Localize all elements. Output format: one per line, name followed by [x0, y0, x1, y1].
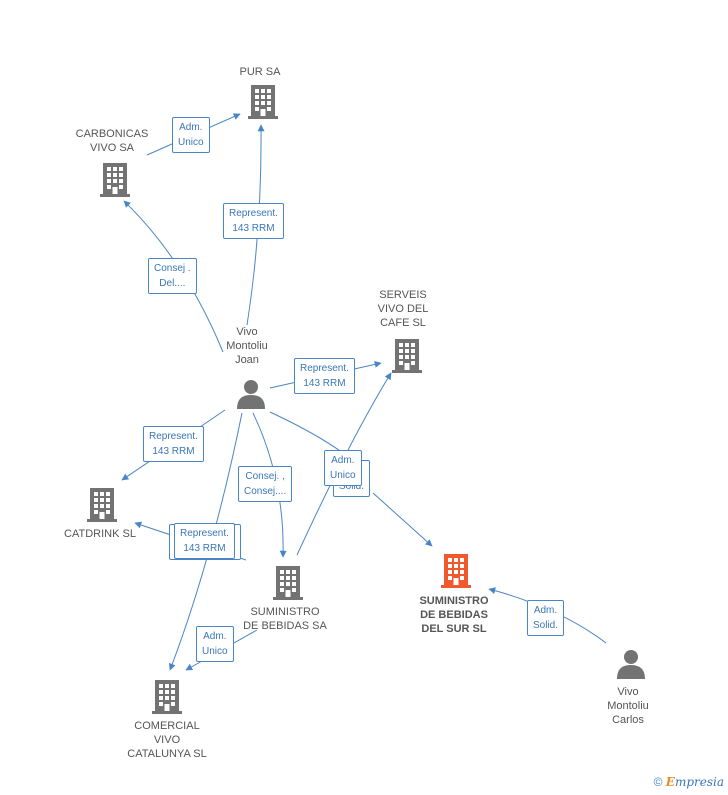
brand-logo: Empresia: [665, 775, 724, 789]
edge-label-consej-del: Consej . Del....: [148, 258, 197, 294]
joan-person-icon: [237, 380, 265, 409]
edge-label-adm-unico-carbonicas: Adm. Unico: [172, 117, 210, 153]
edge-label-represent-serveis: Represent. 143 RRM: [294, 358, 355, 394]
edge-label-represent-comercial: Represent. 143 RRM: [174, 523, 235, 559]
pur-sa-building-icon: [248, 85, 278, 119]
serveis-building-icon: [392, 339, 422, 373]
edge-sumsl-arrow: [372, 492, 433, 547]
node-label-carbonicas[interactable]: CARBONICAS VIVO SA: [75, 128, 149, 154]
edge-label-represent-pur: Represent. 143 RRM: [223, 203, 284, 239]
node-label-pur-sa[interactable]: PUR SA: [239, 66, 281, 78]
node-label-carlos[interactable]: Vivo Montoliu Carlos: [607, 686, 649, 726]
node-label-serveis[interactable]: SERVEIS VIVO DEL CAFE SL: [377, 289, 429, 329]
node-label-joan[interactable]: Vivo Montoliu Joan: [226, 326, 268, 366]
edge-label-adm-solid-carlos: Adm. Solid.: [527, 600, 565, 636]
node-label-sum-sa[interactable]: SUMINISTRO DE BEBIDAS SA: [243, 606, 327, 632]
edge-label-adm-unico-serveis: Adm. Unico: [324, 450, 362, 486]
edge-label-consej-consej: Consej. , Consej....: [238, 466, 293, 502]
sum-sa-building-icon: [273, 566, 303, 600]
edge-label-adm-unico-comercial: Adm. Unico: [196, 626, 234, 662]
sum-sl-building-icon: [441, 554, 471, 588]
catdrink-building-icon: [87, 488, 117, 522]
edge-label-represent-catdrink: Represent. 143 RRM: [143, 426, 204, 462]
carbonicas-building-icon: [100, 163, 130, 197]
node-label-comercial[interactable]: COMERCIAL VIVO CATALUNYA SL: [127, 720, 207, 760]
node-label-catdrink[interactable]: CATDRINK SL: [64, 528, 136, 540]
copyright-symbol: ©: [653, 775, 663, 789]
carlos-person-icon: [617, 650, 645, 679]
footer-brand[interactable]: © Empresia: [654, 775, 724, 789]
node-label-sum-sl[interactable]: SUMINISTRO DE BEBIDAS DEL SUR SL: [419, 595, 489, 635]
comercial-building-icon: [152, 680, 182, 714]
